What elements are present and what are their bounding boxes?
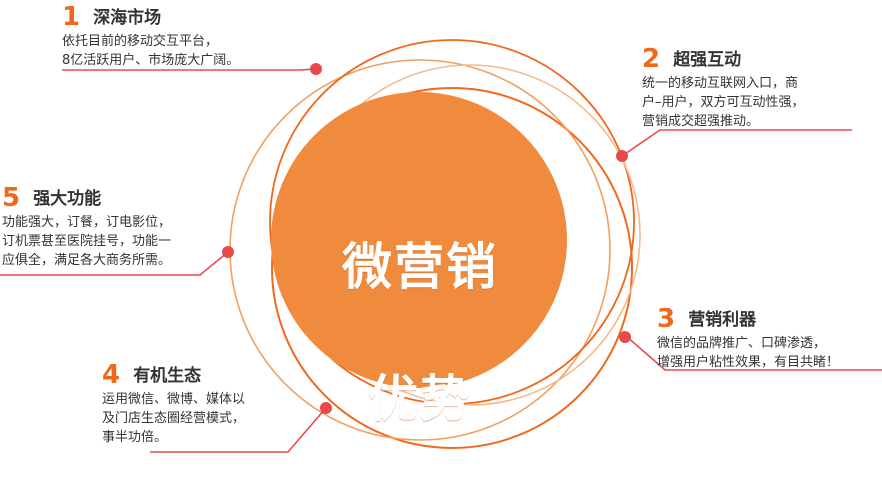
item-description: 统一的移动互联网入口，商 户–用户，双方可互动性强， 营销成交超强推动。 <box>642 76 805 129</box>
leader-line-4 <box>150 408 326 453</box>
dot-2 <box>616 150 628 162</box>
item-number: 1 <box>62 2 81 32</box>
leader-line-3 <box>625 335 882 371</box>
advantage-item-4: 4 有机生态 运用微信、微博、媒体以 及门店生态圈经营模式， 事半功倍。 <box>102 360 322 447</box>
item-number: 2 <box>642 44 661 74</box>
item-description: 运用微信、微博、媒体以 及门店生态圈经营模式， 事半功倍。 <box>102 392 246 445</box>
center-title-line2: 优势 <box>368 370 472 428</box>
diagram-canvas <box>0 39 882 453</box>
item-header: 1 深海市场 <box>62 2 322 32</box>
ring-outer-right <box>271 87 633 449</box>
dot-4 <box>320 402 332 414</box>
leader-line-2 <box>621 129 852 157</box>
item-title: 深海市场 <box>93 8 162 28</box>
item-title: 强大功能 <box>33 189 102 209</box>
center-title-line1: 微营销 <box>342 238 498 296</box>
item-number: 5 <box>2 183 21 213</box>
advantage-item-5: 5 强大功能 功能强大，订餐，订电影位， 订机票甚至医院挂号，功能一 应俱全，满… <box>2 183 220 270</box>
item-title: 超强互动 <box>673 50 742 70</box>
item-header: 3 营销利器 <box>657 304 882 334</box>
leader-line-5 <box>0 251 229 276</box>
item-description: 微信的品牌推广、口碑渗透， 增强用户粘性效果，有目共睹！ <box>657 336 840 370</box>
item-description: 依托目前的移动交互平台， 8亿活跃用户、市场庞大广阔。 <box>62 34 240 68</box>
connector-dots <box>222 63 631 414</box>
advantage-item-3: 3 营销利器 微信的品牌推广、口碑渗透， 增强用户粘性效果，有目共睹！ <box>657 304 882 372</box>
dot-5 <box>222 246 234 258</box>
item-number: 4 <box>102 360 121 390</box>
item-number: 3 <box>657 304 676 334</box>
item-header: 2 超强互动 <box>642 44 880 74</box>
center-circle <box>271 92 567 388</box>
item-title: 营销利器 <box>688 310 757 330</box>
advantage-item-1: 1 深海市场 依托目前的移动交互平台， 8亿活跃用户、市场庞大广阔。 <box>62 2 322 70</box>
item-header: 5 强大功能 <box>2 183 220 213</box>
leader-line-1 <box>62 68 316 71</box>
center-title: 微营销 优势 <box>310 168 530 498</box>
dot-1 <box>310 63 322 75</box>
item-header: 4 有机生态 <box>102 360 322 390</box>
leader-lines <box>0 68 882 453</box>
dot-3 <box>619 331 631 343</box>
item-description: 功能强大，订餐，订电影位， 订机票甚至医院挂号，功能一 应俱全，满足各大商务所需… <box>2 215 172 268</box>
advantage-item-2: 2 超强互动 统一的移动互联网入口，商 户–用户，双方可互动性强， 营销成交超强… <box>642 44 880 131</box>
item-title: 有机生态 <box>133 366 202 386</box>
